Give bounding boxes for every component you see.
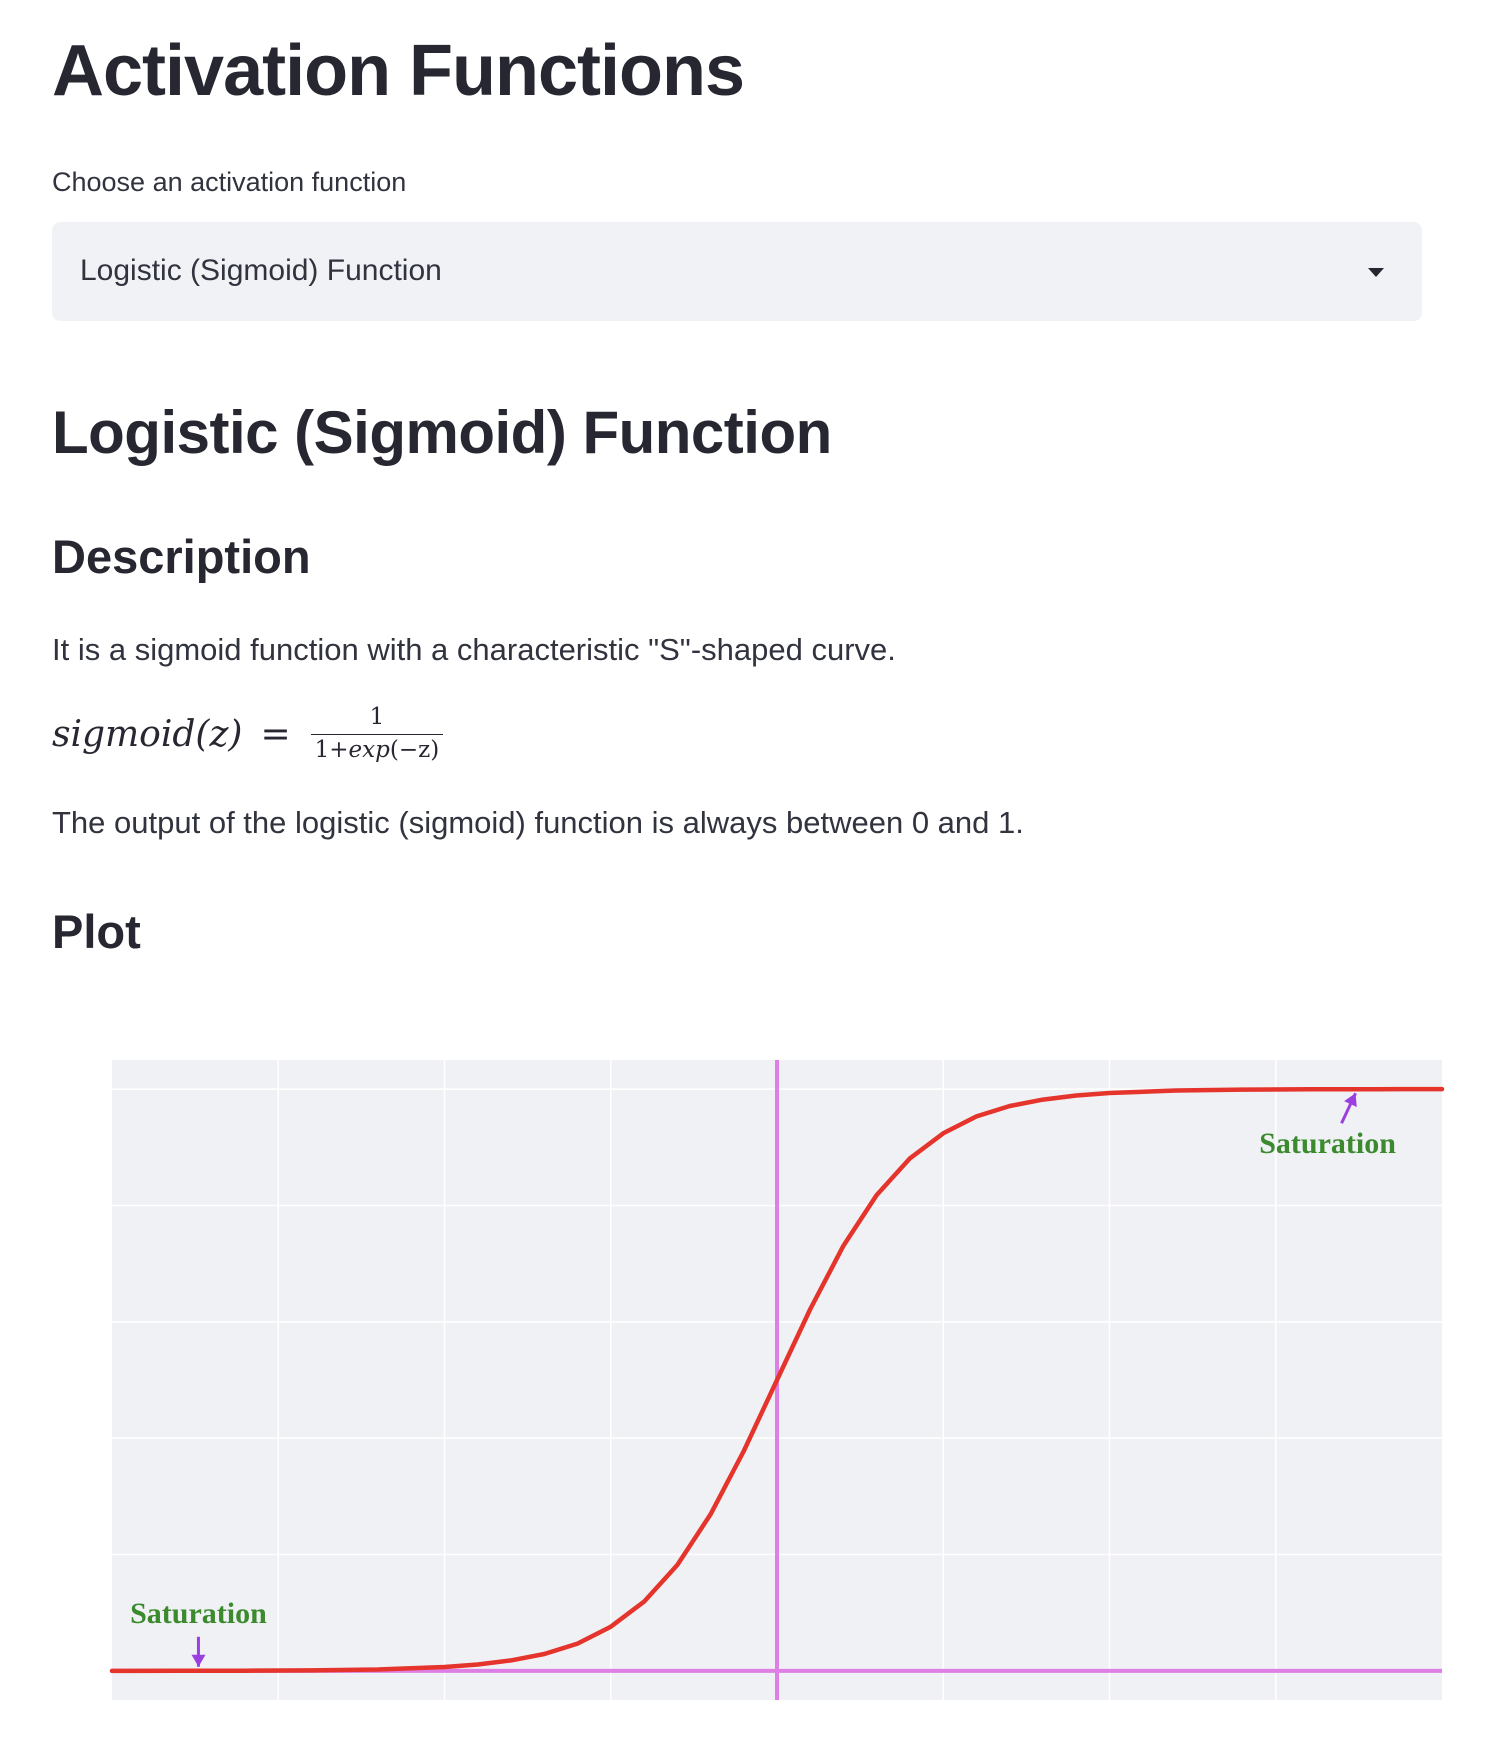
description-text: It is a sigmoid function with a characte… [52,632,896,667]
arrowhead-icon [1344,1093,1357,1107]
page-title: Activation Functions [52,31,745,111]
select-label: Choose an activation function [52,167,407,197]
plot-heading: Plot [52,905,141,958]
formula-numerator: 1 [369,704,385,731]
sigmoid-formula: sigmoid(z) = 1 1+exp(−z) [52,694,444,774]
arrowhead-icon [191,1654,206,1667]
chevron-down-icon[interactable] [1368,268,1384,277]
annotation-label: Saturation [130,1597,267,1630]
select-value: Logistic (Sigmoid) Function [80,254,442,287]
formula-equals: = [260,713,291,755]
saturation-annotation: Saturation [1259,1092,1396,1160]
formula-fraction: 1 1+exp(−z) [310,704,444,763]
function-title: Logistic (Sigmoid) Function [52,399,832,466]
formula-denominator-prefix: 1+ [314,736,349,763]
output-note: The output of the logistic (sigmoid) fun… [52,805,1024,840]
series-layer [109,1086,1445,1674]
activation-function-select[interactable]: Logistic (Sigmoid) Function [52,222,1422,321]
formula-lhs: sigmoid(z) [52,713,243,755]
description-heading: Description [52,530,311,583]
sigmoid-curve-line [109,1086,1445,1674]
formula-denominator-func: exp [348,736,390,763]
annotation-label: Saturation [1259,1127,1396,1160]
formula-denominator: 1+exp(−z) [310,733,444,763]
saturation-annotation: Saturation [130,1597,267,1667]
formula-denominator-arg: (−z) [389,736,440,763]
